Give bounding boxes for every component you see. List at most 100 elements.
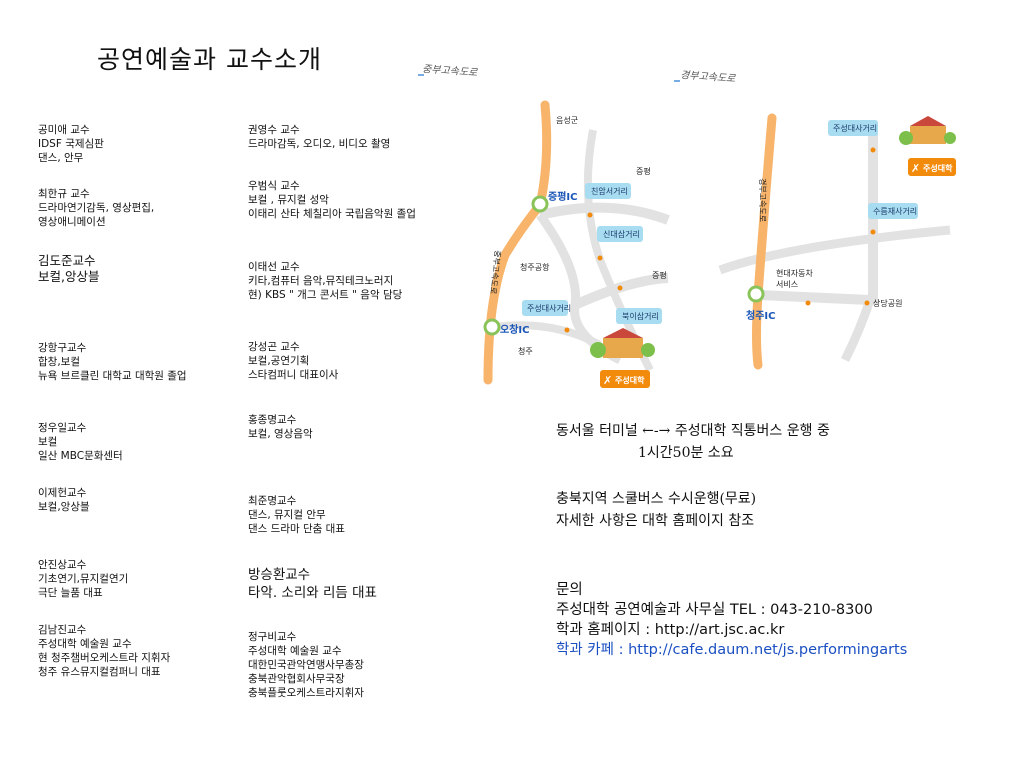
professor-card: 강항구교수 합창,보컬 뉴욕 브르클린 대학교 대학원 졸업 [38, 341, 187, 383]
professor-detail: 현 청주챔버오케스트라 지휘자 [38, 652, 171, 664]
professor-name: 정구비교수 [248, 631, 297, 643]
professor-detail: 스타컴퍼니 대표이사 [248, 369, 339, 381]
highway-label: 경부고속도로 [758, 178, 768, 222]
professor-name: 정우일교수 [38, 422, 87, 434]
professor-detail: 충북플룻오케스트라지휘자 [248, 687, 364, 699]
professor-detail: 키타,컴퓨터 음악,뮤직테크노러지 [248, 275, 394, 287]
handwritten-note: 경부고속도로 [680, 69, 737, 85]
professor-detail: 보컬, 영상음악 [248, 428, 313, 440]
professor-detail: 주성대학 예술원 교수 [248, 645, 342, 657]
logo-icon: ✗ [603, 374, 612, 387]
professor-detail: 보컬,앙상블 [38, 269, 100, 284]
place-label: 현대자동차 [776, 269, 813, 278]
badge: 북이삼거리 [616, 285, 662, 324]
professor-name: 우범식 교수 [248, 180, 300, 192]
contact-label: 문의 [556, 582, 583, 598]
badge: 신대삼거리 [597, 226, 643, 261]
professor-card: 이제헌교수 보컬,앙상블 [38, 486, 90, 514]
professor-name: 강항구교수 [38, 342, 87, 354]
professor-name: 홍종명교수 [248, 414, 297, 426]
town-label: 증평 [636, 166, 651, 176]
office-phone: 주성대학 공연예술과 사무실 TEL : 043-210-8300 [556, 602, 873, 618]
ic-label: 청주IC [746, 309, 775, 322]
professor-name: 안진상교수 [38, 559, 87, 571]
place-marker [805, 300, 811, 306]
bus-duration-text: 1시간50분 소요 [638, 445, 734, 461]
professor-name: 최한규 교수 [38, 188, 90, 200]
professor-detail: 보컬,공연기획 [248, 355, 310, 367]
professor-detail: 보컬 [38, 436, 58, 448]
ic-label: 오창IC [500, 323, 529, 336]
professor-card: 강성곤 교수 보컬,공연기획 스타컴퍼니 대표이사 [248, 340, 338, 382]
professor-card: 김도준교수 보컬,앙상블 [38, 253, 99, 285]
town-label: 청주 [518, 347, 533, 356]
professor-card: 김남진교수 주성대학 예술원 교수 현 청주챔버오케스트라 지휘자 청주 유스뮤… [38, 623, 170, 679]
professor-detail: 댄스 드라마 단춤 대표 [248, 523, 345, 535]
cafe-line: 학과 카페 : http://cafe.daum.net/js.performi… [556, 640, 907, 660]
handwritten-note: 중부고속도로 [422, 63, 479, 79]
professor-name: 방승환교수 [248, 567, 311, 583]
cafe-link[interactable]: http://cafe.daum.net/js.performingarts [628, 642, 908, 658]
professor-detail: 충북관악협회사무국장 [248, 673, 345, 685]
svg-text:수름재사거리: 수름재사거리 [873, 207, 917, 216]
professor-detail: 드라마감독, 오디오, 비디오 촬영 [248, 138, 391, 150]
university-building-icon [899, 116, 956, 145]
svg-text:주성대학: 주성대학 [923, 163, 953, 173]
svg-text:신대삼거리: 신대삼거리 [603, 229, 640, 239]
professor-detail: 청주 유스뮤지컬컴퍼니 대표 [38, 666, 161, 678]
professor-name: 김도준교수 [38, 253, 96, 268]
bus-info: 동서울 터미널 ←-→ 주성대학 직통버스 운행 중 1시간50분 소요 [556, 420, 830, 464]
svg-text:주성대학: 주성대학 [615, 375, 645, 385]
professor-card: 우범식 교수 보컬 , 뮤지컬 성악 이태리 산타 체칠리아 국립음악원 졸업 [248, 179, 416, 221]
school-bus-note: 자세한 사항은 대학 홈페이지 참조 [556, 513, 755, 529]
professor-detail: 대한민국관악연맹사무총장 [248, 659, 364, 671]
place-marker [864, 300, 870, 306]
professor-name: 공미애 교수 [38, 124, 90, 136]
school-bus-text: 충북지역 스쿨버스 수시운행(무료) [556, 491, 757, 507]
highway-line [483, 100, 552, 385]
professor-detail: 영상애니메이션 [38, 216, 106, 228]
professor-detail: 현) KBS " 개그 콘서트 " 음악 담당 [248, 289, 403, 301]
map-gyeongbu: 경부고속도로 경부고속도로 청주IC 현대자동차 서비스 상당공원 주성대사거리… [674, 69, 956, 370]
bus-route-text: 동서울 터미널 ←-→ 주성대학 직통버스 운행 중 [556, 423, 830, 439]
homepage-label: 학과 홈페이지 : [556, 622, 655, 638]
professor-detail: 보컬,앙상블 [38, 501, 90, 513]
professor-card: 정우일교수 보컬 일산 MBC문화센터 [38, 421, 123, 463]
contact-block: 문의 주성대학 공연예술과 사무실 TEL : 043-210-8300 학과 … [556, 580, 907, 660]
logo-icon: ✗ [911, 162, 920, 175]
ic-label: 증평IC [548, 190, 577, 203]
professor-card: 이태선 교수 키타,컴퓨터 음악,뮤직테크노러지 현) KBS " 개그 콘서트… [248, 260, 402, 302]
university-badge: 주성대학 [600, 370, 650, 388]
professor-card: 안진상교수 기초연기,뮤지컬연기 극단 늘품 대표 [38, 558, 128, 600]
professor-name: 이제헌교수 [38, 487, 87, 499]
badge: 주성대사거리 [828, 120, 878, 153]
professor-card: 홍종명교수 보컬, 영상음악 [248, 413, 313, 441]
ic-marker [747, 285, 765, 303]
map-jungbu: 중부고속도로 음성군 증평 증평 청주공항 청주 중부고속도로 증평IC 오창I… [418, 63, 670, 388]
professor-name: 최준명교수 [248, 495, 297, 507]
town-label: 음성군 [556, 116, 578, 125]
badge: 친암서거리 [585, 183, 631, 218]
professor-detail: 드라마연기감독, 영상편집, [38, 202, 155, 214]
school-bus-info: 충북지역 스쿨버스 수시운행(무료) 자세한 사항은 대학 홈페이지 참조 [556, 488, 756, 532]
badge: 주성대사거리 [522, 300, 571, 333]
homepage-link[interactable]: http://art.jsc.ac.kr [654, 622, 785, 638]
svg-text:주성대사거리: 주성대사거리 [527, 304, 571, 313]
university-badge: 주성대학 [908, 158, 956, 176]
homepage-line: 학과 홈페이지 : http://art.jsc.ac.kr [556, 620, 907, 640]
svg-text:주성대사거리: 주성대사거리 [833, 124, 877, 133]
university-building-icon [590, 328, 655, 358]
town-label: 증평 [652, 270, 667, 280]
badge: 수름재사거리 [868, 203, 918, 235]
professor-detail: 타악. 소리와 리듬 대표 [248, 585, 377, 601]
professor-detail: 이태리 산타 체칠리아 국립음악원 졸업 [248, 208, 416, 220]
park-label: 청주공항 [520, 263, 550, 272]
professor-card: 정구비교수 주성대학 예술원 교수 대한민국관악연맹사무총장 충북관악협회사무국… [248, 630, 364, 700]
professor-card: 공미애 교수 IDSF 국제심판 댄스, 안무 [38, 123, 104, 165]
svg-text:친암서거리: 친암서거리 [591, 186, 628, 196]
professor-card: 권영수 교수 드라마감독, 오디오, 비디오 촬영 [248, 123, 390, 151]
place-label: 상당공원 [873, 298, 902, 308]
professor-name: 강성곤 교수 [248, 341, 300, 353]
highway-line [752, 113, 777, 370]
cafe-label: 학과 카페 : [556, 642, 629, 658]
